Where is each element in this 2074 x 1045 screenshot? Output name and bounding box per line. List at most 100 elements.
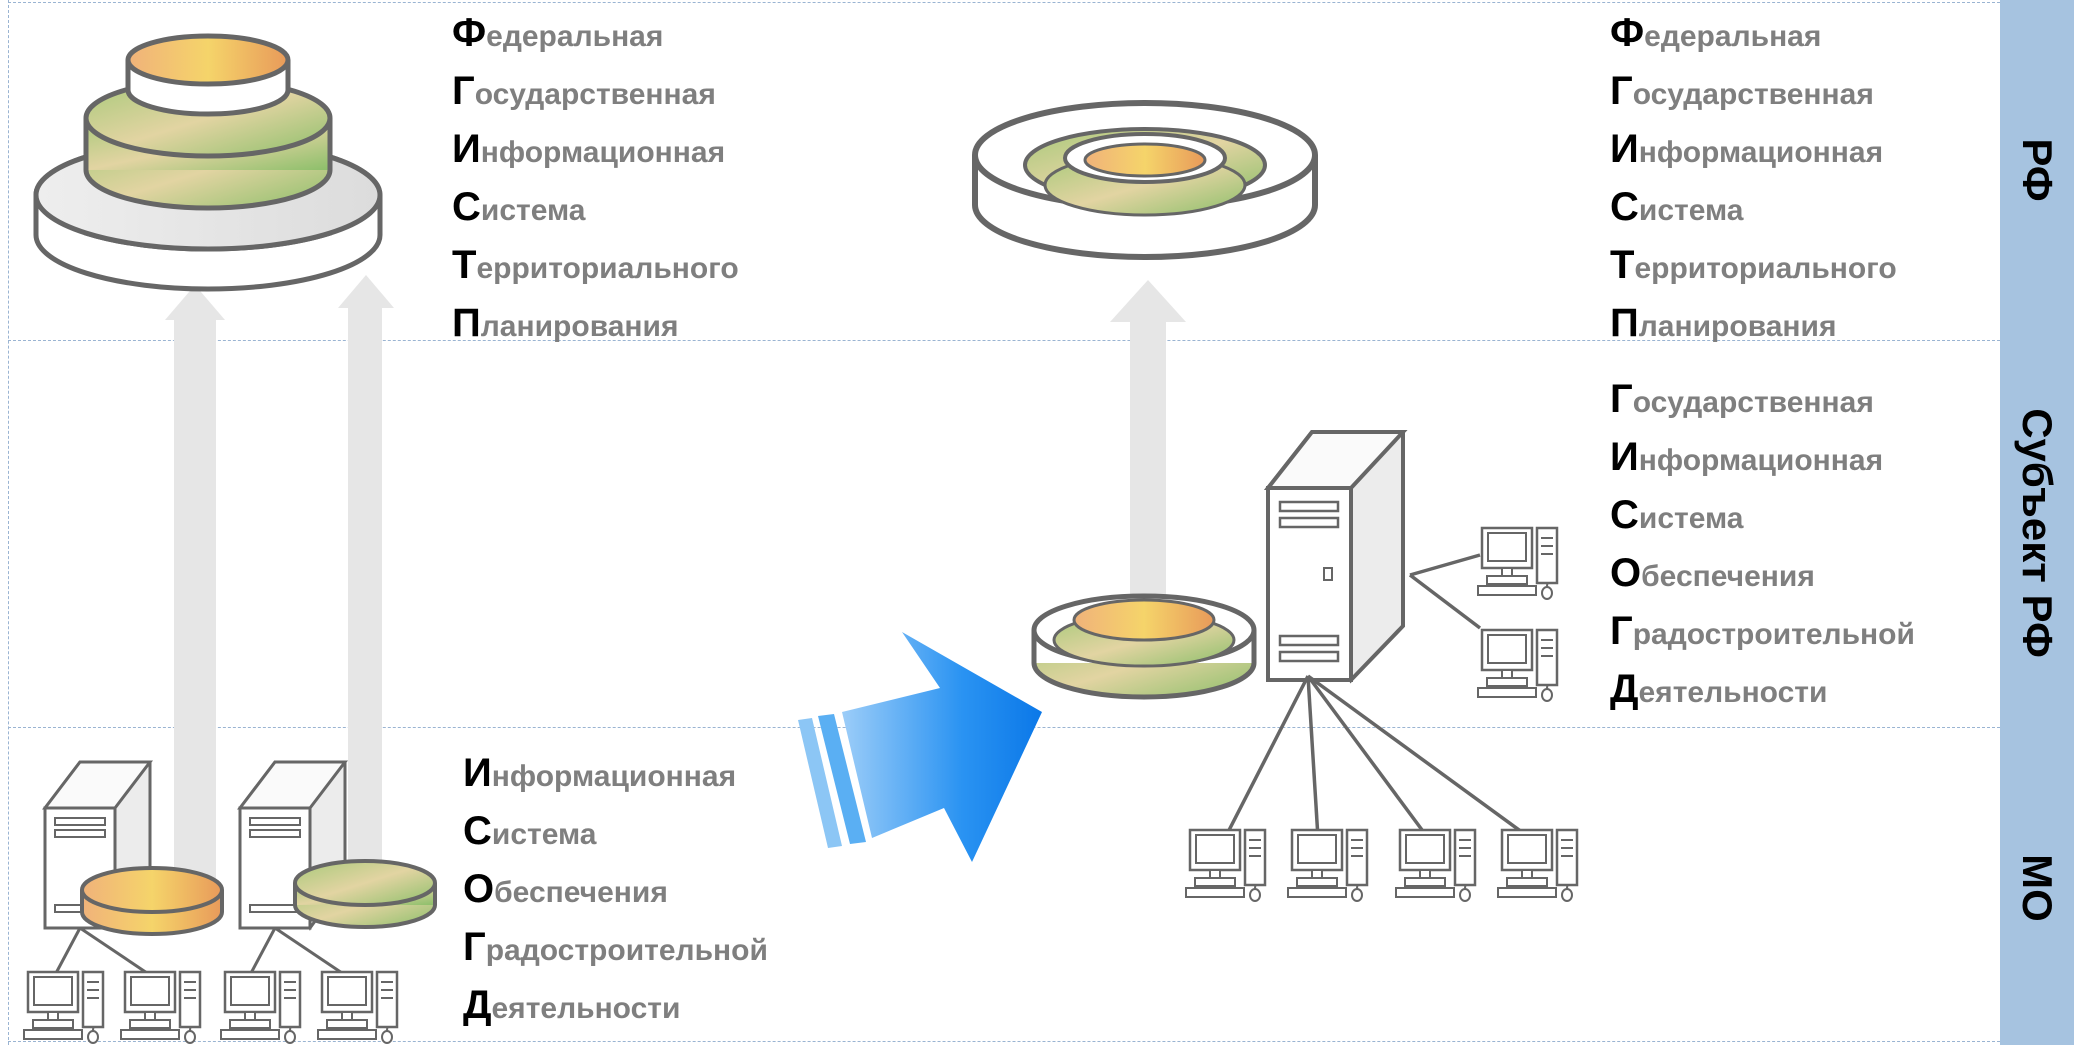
acronym-initial: Г (1610, 609, 1633, 653)
acronym-initial: И (1610, 127, 1639, 171)
acronym-rest: истема (1638, 502, 1744, 535)
acronym-line: Система (463, 802, 768, 860)
acronym-line: Федеральная (452, 4, 739, 62)
acronym-rest: беспечения (1641, 560, 1815, 593)
left-border (8, 0, 9, 1045)
federal-database-nested-right (972, 100, 1318, 260)
acronym-line: Обеспечения (1610, 544, 1915, 602)
acronym-initial: Т (452, 243, 477, 287)
acronym-line: Государственная (1610, 62, 1897, 120)
acronym-rest: ерриториального (1634, 252, 1897, 285)
acronym-initial: Т (1610, 243, 1635, 287)
municipal-workstation-3 (1394, 828, 1477, 903)
acronym-initial: Г (463, 925, 486, 969)
acronym-rest: ерриториального (476, 252, 739, 285)
acronym-rest: осударственная (1632, 386, 1874, 419)
municipal-workstation-1 (1184, 828, 1267, 903)
acronym-line: Информационная (1610, 120, 1897, 178)
acronym-line: Деятельности (463, 976, 768, 1034)
acronym-line: Информационная (1610, 428, 1915, 486)
regional-database (1031, 593, 1257, 700)
acronym-rest: ланирования (1638, 310, 1837, 343)
acronym-initial: И (1610, 435, 1639, 479)
municipal-network-links (53, 926, 346, 977)
acronym-line: Государственная (1610, 370, 1915, 428)
municipal-workstation-4 (1496, 828, 1579, 903)
municipal-workstation-2 (1286, 828, 1369, 903)
acronym-rest: нформационная (491, 760, 737, 793)
acronym-line: Градостроительной (1610, 602, 1915, 660)
municipal-database-1 (80, 866, 224, 936)
acronym-rest: едеральная (1644, 20, 1822, 53)
municipal-pc-4 (316, 970, 399, 1045)
acronym-rest: радостроительной (485, 934, 768, 967)
acronym-initial: Д (463, 983, 492, 1027)
municipal-pc-2 (119, 970, 202, 1045)
acronym-initial: Г (452, 69, 475, 113)
transition-arrow (798, 632, 1042, 862)
acronym-rest: нформационная (1638, 136, 1884, 169)
acronym-initial: С (463, 809, 492, 853)
acronym-initial: И (463, 751, 492, 795)
acronym-initial: Г (1610, 69, 1633, 113)
acronym-line: Планирования (452, 294, 739, 352)
acronym-line: Градостроительной (463, 918, 768, 976)
acronym-line: Информационная (463, 744, 768, 802)
acronym-line: Планирования (1610, 294, 1897, 352)
municipal-pc-3 (219, 970, 302, 1045)
acronym-initial: Ф (1610, 11, 1645, 55)
acronym-rest: нформационная (1638, 444, 1884, 477)
acronym-rest: еятельности (491, 992, 681, 1025)
acronym-line: Деятельности (1610, 660, 1915, 718)
acronym-initial: Г (1610, 377, 1633, 421)
acronym-rest: едеральная (486, 20, 664, 53)
acronym-initial: П (1610, 301, 1639, 345)
acronym-rest: истема (480, 194, 586, 227)
acronym-rest: истема (491, 818, 597, 851)
acronym-line: Обеспечения (463, 860, 768, 918)
rf-subject-separator (8, 340, 2000, 341)
acronym-line: Система (452, 178, 739, 236)
acronym-line: Территориального (452, 236, 739, 294)
upload-arrow-left-1 (165, 285, 225, 878)
acronym-rest: осударственная (1632, 78, 1874, 111)
acronym-rest: беспечения (494, 876, 668, 909)
acronym-rest: осударственная (474, 78, 716, 111)
acronym-rest: ланирования (480, 310, 679, 343)
federal-database-stack-left (33, 33, 383, 292)
acronym-initial: С (1610, 185, 1639, 229)
acronym-initial: С (452, 185, 481, 229)
regional-workstation-2 (1476, 628, 1559, 703)
bottom-border (8, 1041, 2000, 1042)
acronym-initial: П (452, 301, 481, 345)
acronym-rest: нформационная (480, 136, 726, 169)
level-sidebar (2000, 0, 2074, 1045)
municipal-server-1 (41, 760, 154, 931)
acronym-rest: истема (1638, 194, 1744, 227)
acronym-line: Федеральная (1610, 4, 1897, 62)
acronym-line: Информационная (452, 120, 739, 178)
acronym-rest: радостроительной (1632, 618, 1915, 651)
acronym-initial: И (452, 127, 481, 171)
acronym-line: Территориального (1610, 236, 1897, 294)
acronym-initial: О (1610, 551, 1642, 595)
regional-network-links (1223, 553, 1532, 840)
upload-arrow-right (1110, 280, 1186, 610)
acronym-line: Система (1610, 178, 1897, 236)
acronym-line: Государственная (452, 62, 739, 120)
acronym-initial: Ф (452, 11, 487, 55)
municipal-pc-1 (22, 970, 105, 1045)
upload-arrow-left-2 (338, 275, 394, 865)
municipal-database-2 (293, 859, 437, 929)
acronym-initial: О (463, 867, 495, 911)
acronym-initial: Д (1610, 667, 1639, 711)
acronym-initial: С (1610, 493, 1639, 537)
top-border (8, 2, 2000, 3)
regional-workstation-1 (1476, 526, 1559, 601)
acronym-line: Система (1610, 486, 1915, 544)
